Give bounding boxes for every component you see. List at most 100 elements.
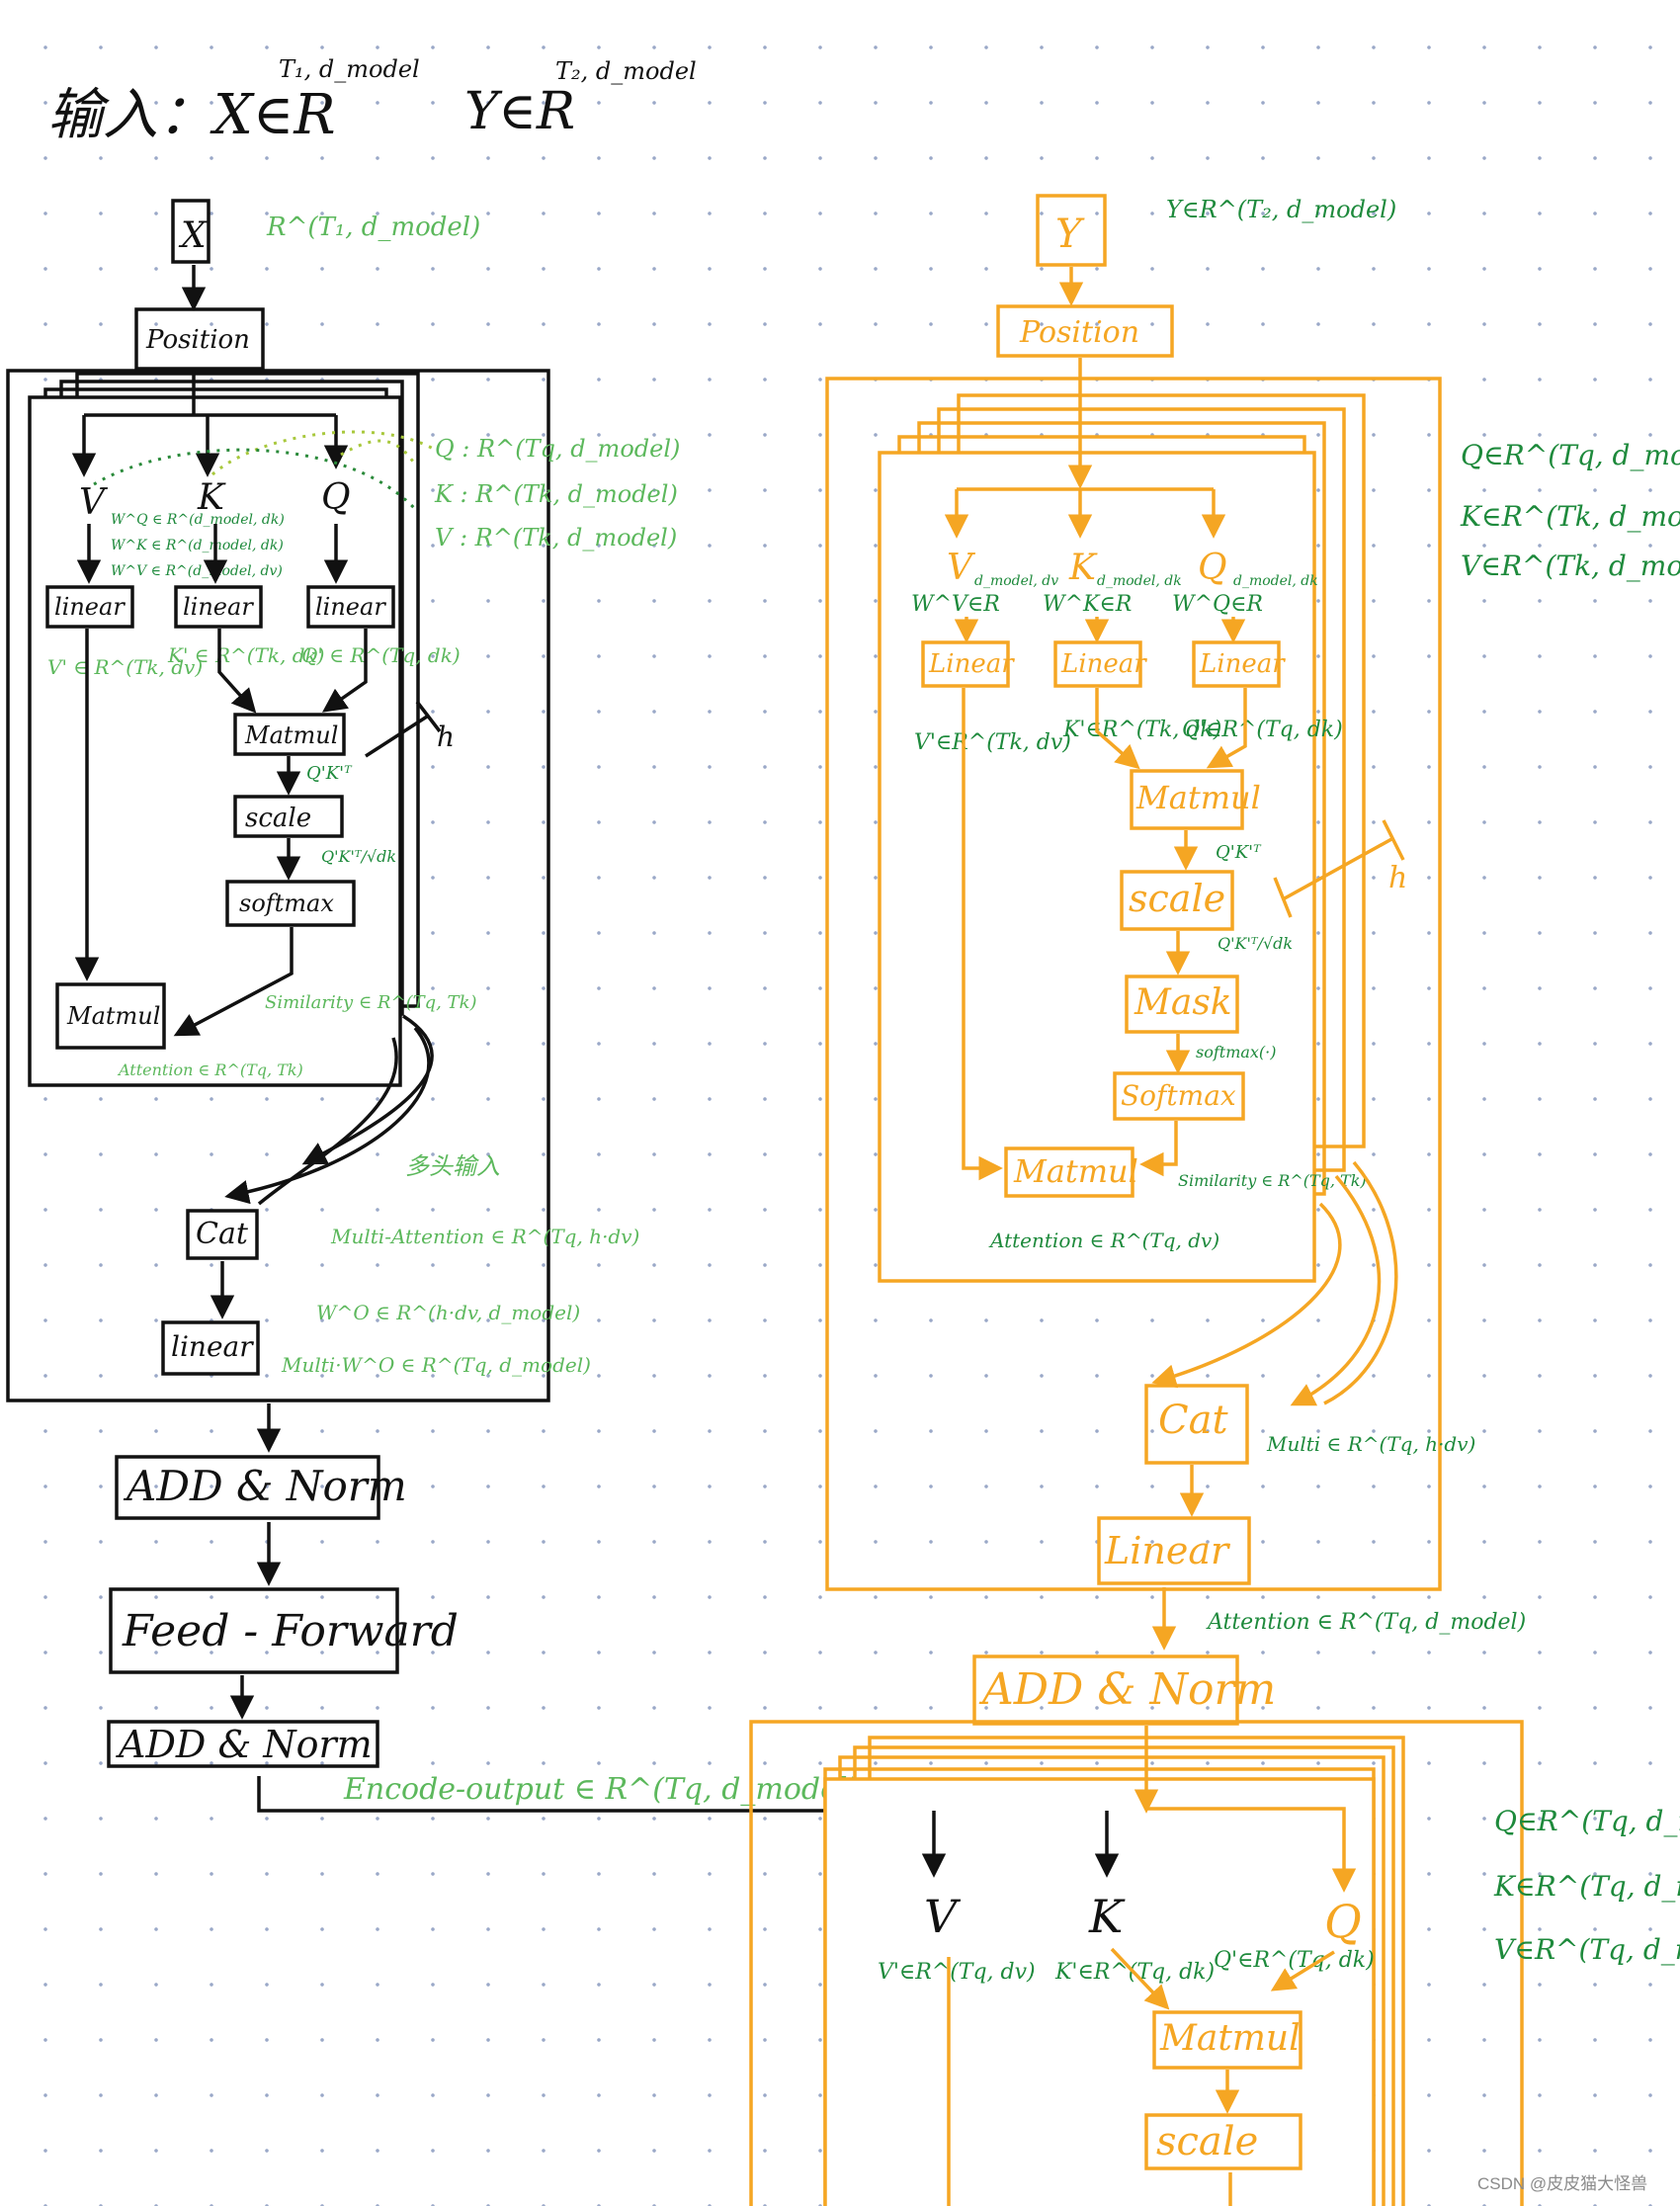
dotted-link-q bbox=[340, 439, 417, 466]
linear-k-label: linear bbox=[183, 593, 254, 621]
wk-label: W^K ∈ R^(d_model, dk) bbox=[111, 538, 284, 553]
addnorm-box bbox=[972, 1654, 1239, 1726]
input-label: 输入：X∈R bbox=[47, 83, 335, 147]
v-subscript: d_model, dv bbox=[974, 573, 1058, 589]
matmul-label: Matmul bbox=[1159, 2018, 1301, 2059]
x-dimension: R^(T₁, d_model) bbox=[266, 212, 480, 242]
v-prime-dimension: V'∈R^(Tk, dv) bbox=[914, 730, 1071, 755]
feed-forward-box bbox=[109, 1587, 399, 1674]
matmul-box bbox=[233, 713, 346, 756]
curve-head-1 bbox=[1151, 1202, 1342, 1389]
wq-label: W^Q∈R bbox=[1172, 592, 1263, 617]
x-label: X bbox=[178, 215, 208, 256]
k-prime-dimension: K' ∈ R^(Tk, dk) bbox=[167, 643, 324, 667]
k-label: K bbox=[1068, 548, 1098, 588]
cat-box bbox=[186, 1209, 259, 1260]
scale-label: scale bbox=[245, 804, 311, 833]
softmax-input: softmax(·) bbox=[1196, 1043, 1277, 1061]
y-dimension: Y∈R^(T₂, d_model) bbox=[1166, 196, 1396, 223]
dotted-link-v bbox=[93, 448, 417, 511]
arrow-q-to-matmul bbox=[321, 629, 368, 713]
matmul2-box bbox=[55, 982, 166, 1050]
linear-q-label: linear bbox=[315, 593, 386, 621]
q-subscript: d_model, dk bbox=[1233, 573, 1318, 589]
cross-front-box bbox=[823, 1777, 1376, 2206]
wv-label: W^V∈R bbox=[911, 592, 1000, 617]
k-dimension: K∈R^(Tk, d_model) bbox=[1460, 500, 1680, 533]
linear-q-label: Linear bbox=[1199, 649, 1286, 679]
cat-label: Cat bbox=[1158, 1398, 1228, 1443]
similarity-dimension: Similarity ∈ R^(Tq, Tk) bbox=[1178, 1171, 1367, 1190]
softmax-label: softmax bbox=[239, 890, 334, 917]
arrow-to-cross-q bbox=[1146, 1807, 1357, 1893]
linear-out-box bbox=[161, 1320, 260, 1376]
y-input-box bbox=[1036, 194, 1107, 267]
wq-label: W^Q ∈ R^(d_model, dk) bbox=[111, 512, 285, 528]
encoder-stack: ADD & Norm Feed - Forward ADD & Norm Enc… bbox=[107, 1403, 859, 1807]
scale-output: Q'K'ᵀ/√dk bbox=[1218, 934, 1293, 953]
h-label: h bbox=[437, 721, 455, 753]
final-dimension: Multi·W^O ∈ R^(Tq, d_model) bbox=[281, 1353, 591, 1377]
v-label: V bbox=[947, 548, 976, 588]
encoder-outer-block bbox=[6, 369, 550, 1402]
matmul-output: Q'K'ᵀ bbox=[306, 763, 353, 784]
q-prime-dimension: Q' ∈ R^(Tq, dk) bbox=[301, 643, 461, 667]
curve-head-2 bbox=[224, 1026, 431, 1205]
v-prime-dimension: V'∈R^(Tq, dv) bbox=[878, 1960, 1036, 1985]
input-y-label: Y∈R bbox=[464, 82, 575, 141]
encode-output-label: Encode-output ∈ R^(Tq, d_model) bbox=[343, 1772, 859, 1807]
q-prime-dimension: Q'∈R^(Tq, dk) bbox=[1214, 1948, 1375, 1973]
position-box bbox=[134, 307, 265, 371]
attention-dimension: Attention ∈ R^(Tq, Tk) bbox=[117, 1061, 303, 1079]
wk-label: W^K∈R bbox=[1043, 592, 1132, 617]
matmul-box bbox=[1130, 769, 1244, 830]
linear-k-label: Linear bbox=[1060, 649, 1147, 679]
multihead-label: 多头输入 bbox=[405, 1152, 500, 1180]
softmax-box bbox=[1113, 1071, 1245, 1121]
linear-v-label: Linear bbox=[928, 649, 1015, 679]
q-dimension: Q∈R^(Tq, d_model) bbox=[1461, 439, 1680, 471]
linear-v-box bbox=[921, 640, 1010, 688]
q-label: Q bbox=[321, 477, 351, 518]
scale-box bbox=[1144, 2113, 1302, 2170]
addnorm1-label: ADD & Norm bbox=[123, 1462, 407, 1510]
h-bracket bbox=[365, 700, 442, 758]
curve-head-2 bbox=[1290, 1174, 1382, 1406]
final-dimension: Attention ∈ R^(Tq, d_model) bbox=[1206, 1610, 1526, 1635]
matmul-output: Q'K'ᵀ bbox=[1216, 842, 1262, 863]
position-box bbox=[996, 304, 1174, 358]
head-front-box bbox=[878, 451, 1316, 1283]
watermark: CSDN @皮皮猫大怪兽 bbox=[1477, 2174, 1647, 2193]
scale-box bbox=[1120, 870, 1234, 931]
cat-box bbox=[1144, 1384, 1249, 1465]
linear-q-box bbox=[1192, 640, 1281, 688]
wv-label: W^V ∈ R^(d_model, dv) bbox=[111, 563, 283, 579]
v-label: V bbox=[79, 482, 109, 523]
arrow-softmax-to-matmul2 bbox=[173, 927, 294, 1037]
matmul-box bbox=[1152, 2010, 1302, 2070]
q-prime-dimension: Q'∈R^(Tq, dk) bbox=[1182, 718, 1343, 742]
v-prime-dimension: V' ∈ R^(Tk, dv) bbox=[47, 655, 203, 679]
arrow-k-to-matmul bbox=[1110, 1947, 1170, 2010]
mask-label: Mask bbox=[1134, 982, 1232, 1023]
input-y-superscript: T₂, d_model bbox=[555, 57, 697, 85]
q-dimension: Q∈R^(Tq, d_model) bbox=[1494, 1805, 1680, 1837]
linear-v-label: linear bbox=[54, 593, 126, 621]
linear-out-label: Linear bbox=[1104, 1529, 1231, 1572]
decoder-outer-block bbox=[825, 377, 1442, 1591]
y-label: Y bbox=[1055, 212, 1085, 257]
k-label: K bbox=[197, 477, 226, 518]
k-subscript: d_model, dk bbox=[1097, 573, 1182, 589]
k-prime-dimension: K'∈R^(Tk, dk) bbox=[1062, 718, 1221, 742]
cat-output: Multi-Attention ∈ R^(Tq, h·dv) bbox=[330, 1225, 639, 1248]
feed-forward-label: Feed - Forward bbox=[122, 1606, 459, 1656]
encoder: X R^(T₁, d_model) Position V K Q Q : R^(… bbox=[6, 199, 680, 1402]
k-dimension: K : R^(Tk, d_model) bbox=[434, 480, 678, 508]
h-bracket bbox=[1273, 819, 1405, 918]
cross-attention: V K Q Q∈R^(Tq, d_model) K∈R^(Tq, d_model… bbox=[749, 1720, 1680, 2206]
scale-label: scale bbox=[1156, 2119, 1258, 2164]
decoder: Y Y∈R^(T₂, d_model) Position Q∈R^(Tq, d_… bbox=[825, 194, 1680, 1726]
header: 输入：X∈R T₁, d_model Y∈R T₂, d_model bbox=[47, 55, 697, 147]
wo-label: W^O ∈ R^(h·dv, d_model) bbox=[316, 1301, 580, 1324]
